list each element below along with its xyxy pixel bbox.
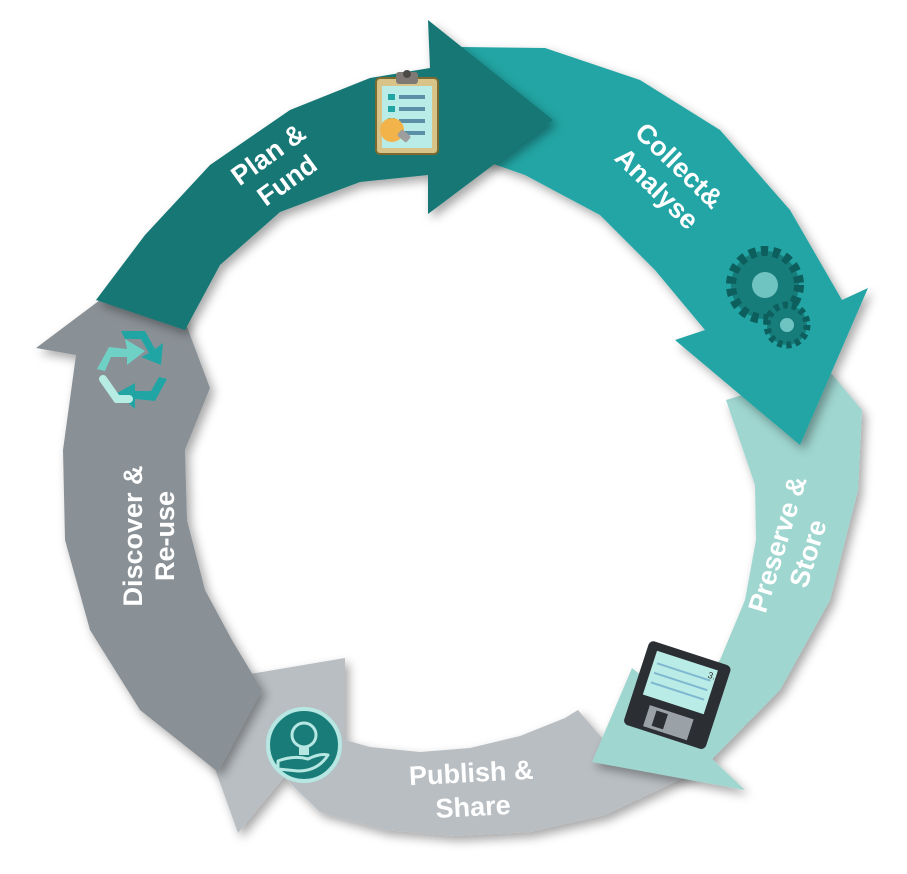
segment-preserve: [592, 372, 862, 790]
disk-label: 3.5: [707, 670, 722, 683]
segment-collect: [462, 47, 868, 445]
recycle-icon: [97, 331, 167, 409]
hand-lightbulb-icon: [266, 707, 342, 783]
segment-publish: [185, 658, 700, 836]
segment-plan: [96, 20, 553, 330]
publish-label-line2: Share: [435, 790, 512, 824]
discover-label-line2: Re-use: [150, 491, 180, 581]
clipboard-lightbulb-icon: [375, 70, 439, 155]
publish-label-line1: Publish &: [408, 755, 534, 791]
floppy-disk-icon: 3.5: [624, 641, 731, 749]
discover-label-line1: Discover &: [118, 465, 148, 606]
stage-label-publish: Publish & Share: [408, 755, 534, 824]
segment-discover: [36, 255, 262, 772]
stage-label-discover: Discover & Re-use: [118, 465, 180, 606]
gears-icon: [726, 246, 811, 349]
